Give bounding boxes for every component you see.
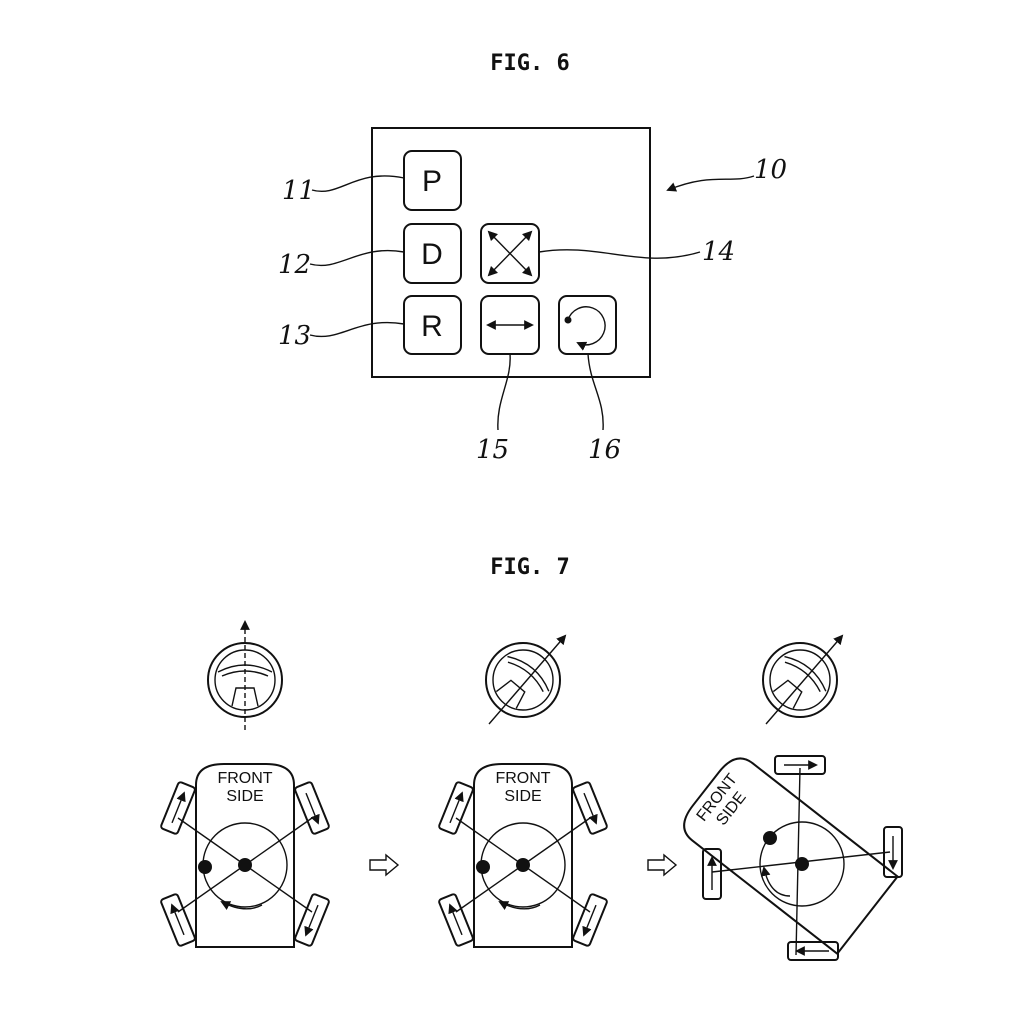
park-button-label: P (422, 165, 442, 198)
side-label: SIDE (226, 788, 263, 805)
vehicle-top-view: FRONT SIDE (438, 763, 608, 948)
park-button[interactable]: P (403, 150, 462, 211)
fig7-step-3: FRONT SIDE (683, 634, 903, 961)
ref-14: 14 (702, 237, 735, 267)
vehicle-top-view: FRONT SIDE (160, 763, 330, 948)
steering-wheel-icon (762, 634, 844, 725)
steering-wheel-icon (207, 620, 283, 730)
steering-wheel-icon (485, 634, 567, 725)
vehicle-top-view-rotated: FRONT SIDE (683, 755, 903, 961)
lateral-mode-button[interactable] (480, 295, 540, 355)
side-label: SIDE (504, 788, 541, 805)
ref-13: 13 (278, 321, 311, 351)
hollow-arrow-right-icon (369, 853, 400, 877)
ref-16: 16 (588, 435, 621, 465)
fig7-title: FIG. 7 (490, 555, 569, 580)
ref-10: 10 (754, 155, 787, 185)
front-label: FRONT (495, 770, 550, 787)
reverse-button-label: R (421, 310, 443, 343)
rotation-mode-button[interactable] (558, 295, 617, 355)
ref-11: 11 (282, 176, 315, 206)
diagonal-mode-button[interactable] (480, 223, 540, 284)
four-way-arrows-icon (487, 230, 533, 277)
ref-15: 15 (476, 435, 509, 465)
ref-12: 12 (278, 250, 311, 280)
reference-labels: 11 12 13 14 15 16 10 (278, 155, 787, 465)
front-label: FRONT (217, 770, 272, 787)
rotate-icon (564, 306, 606, 351)
control-panel: P D R (371, 127, 651, 378)
fig6-title: FIG. 6 (490, 51, 569, 76)
fig7-step-2: FRONT SIDE (438, 634, 608, 948)
drive-button[interactable]: D (403, 223, 462, 284)
hollow-arrow-right-icon (647, 853, 678, 877)
fig7-step-1: FRONT SIDE (160, 620, 330, 948)
reverse-button[interactable]: R (403, 295, 462, 355)
drive-button-label: D (421, 238, 443, 271)
